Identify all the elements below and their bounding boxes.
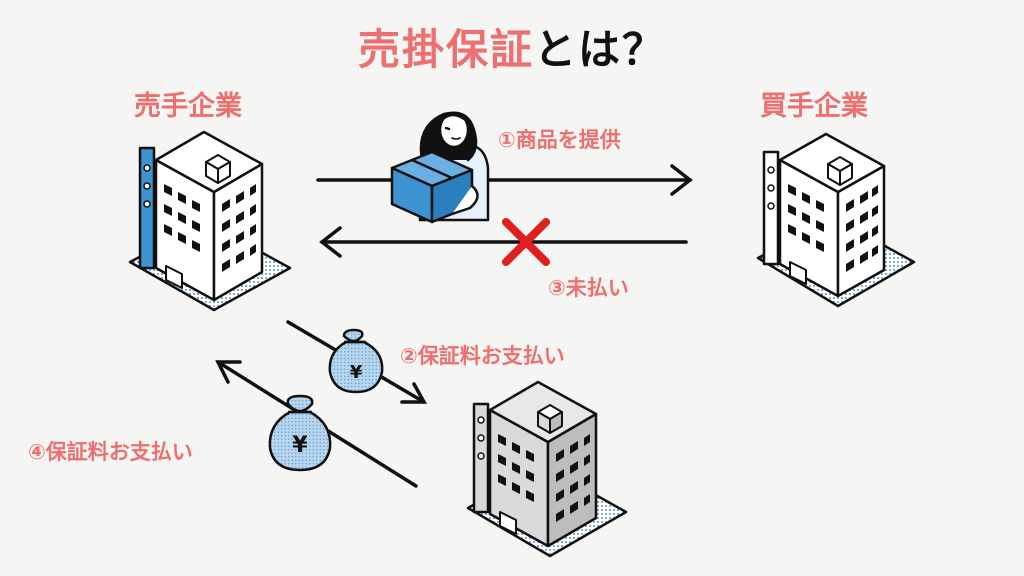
- yen-sign-1: ¥: [350, 362, 363, 383]
- seller-building-icon: [128, 130, 292, 312]
- title-accent: 売掛保証: [357, 25, 534, 74]
- money-bag-icon: ¥: [328, 328, 384, 394]
- yen-sign-2: ¥: [292, 433, 308, 458]
- arrow-goods-icon: [316, 164, 693, 196]
- buyer-label: 買手企業: [760, 91, 868, 122]
- buyer-building-icon: [756, 132, 916, 308]
- person-with-box-icon: [390, 111, 490, 224]
- step-unpaid-label: ③未払い: [548, 276, 629, 300]
- money-bag-icon: ¥: [268, 394, 332, 472]
- title-rest: とは？: [534, 25, 667, 74]
- step-fee-seller-label: ②保証料お支払い: [400, 344, 565, 368]
- guarantor-building-icon: [466, 380, 628, 558]
- step-fee-guarantor-label: ④保証料お支払い: [28, 440, 193, 464]
- seller-label: 売手企業: [134, 91, 242, 122]
- arrow-payment-icon: [319, 226, 688, 258]
- cross-icon: [502, 218, 550, 266]
- page-title: 売掛保証とは？: [0, 16, 1024, 77]
- step-goods-label: ①商品を提供: [498, 128, 621, 152]
